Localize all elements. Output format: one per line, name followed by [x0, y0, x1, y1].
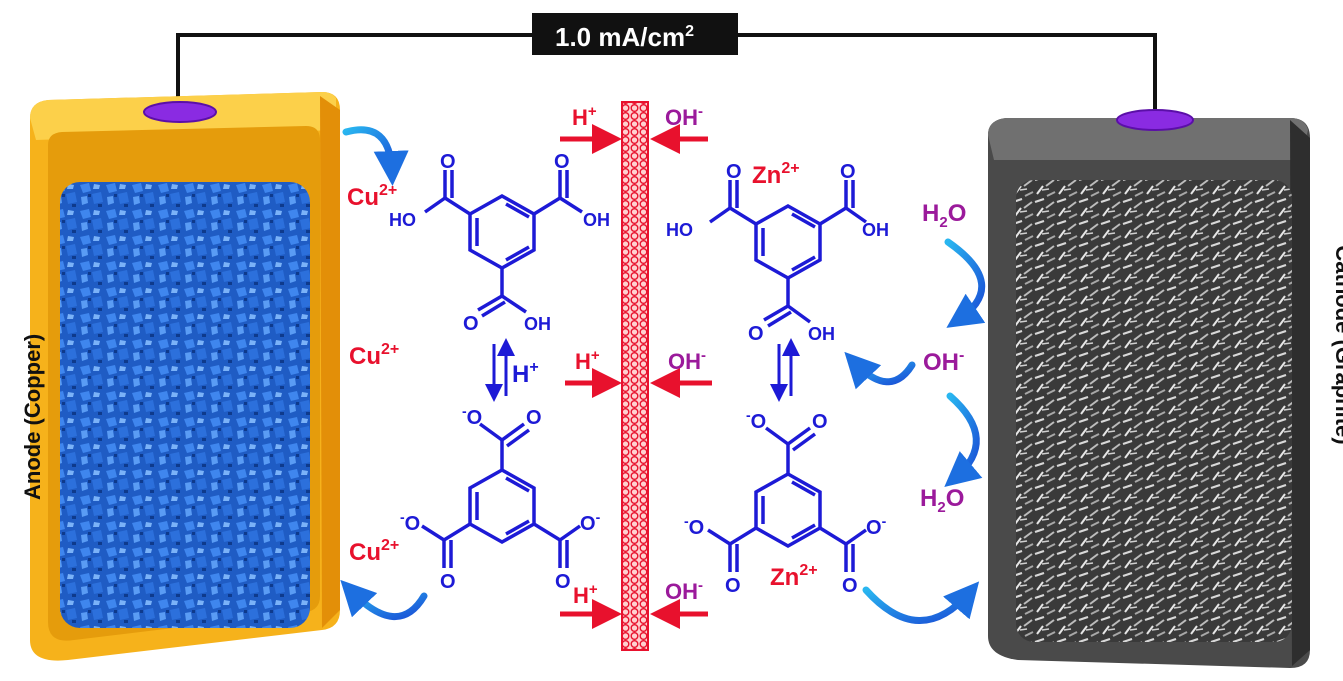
- mol-o: O: [812, 411, 828, 433]
- mol-oh: OH: [862, 220, 889, 240]
- mol-o-minus: -O: [746, 407, 766, 433]
- mol-ho: HO: [389, 210, 416, 230]
- mol-o-minus: -O: [684, 513, 704, 539]
- mol-oh: OH: [583, 210, 610, 230]
- mol-o: O: [840, 161, 856, 183]
- membrane: [621, 101, 649, 651]
- cu-ion-label: Cu2+: [349, 341, 399, 370]
- anode-label: Anode (Copper): [20, 334, 45, 500]
- zn-ion-label: Zn2+: [770, 562, 818, 591]
- cathode-electrode: [988, 109, 1310, 668]
- zn-ion-label: Zn2+: [752, 160, 800, 189]
- mol-o: O: [440, 151, 456, 173]
- trimesate-molecule: [421, 422, 582, 568]
- mol-o-minus: O-: [580, 509, 601, 535]
- mol-o: O: [526, 407, 542, 429]
- mol-o-minus: -O: [462, 403, 482, 429]
- ion-arrows: [560, 124, 712, 629]
- water-label: H2O: [922, 200, 966, 231]
- cu-ion-label: Cu2+: [349, 537, 399, 566]
- trimesate-molecule: [707, 426, 868, 572]
- mol-o: O: [555, 571, 571, 593]
- current-label: 1.0 mA/cm: [555, 22, 685, 52]
- hydroxide-label: OH-: [923, 347, 964, 376]
- cathode-surface: [1016, 180, 1292, 642]
- oh-ion-label: OH-: [665, 577, 703, 604]
- h-ion-label: H+: [573, 581, 598, 608]
- oh-ion-label: OH-: [668, 347, 706, 374]
- curved-arrows: [340, 126, 986, 624]
- equilibrium-h-label: H+: [512, 359, 539, 388]
- trimesic-acid-molecule: [423, 170, 583, 318]
- mol-oh: OH: [524, 314, 551, 334]
- svg-text:1.0 mA/cm2: 1.0 mA/cm2: [555, 22, 694, 52]
- oh-ion-label: OH-: [665, 103, 703, 130]
- current-label-sup: 2: [685, 23, 694, 40]
- mol-o: O: [842, 575, 858, 597]
- equilibrium-arrow: [485, 338, 800, 402]
- h-ion-label: H+: [575, 347, 600, 374]
- mol-oh: OH: [808, 324, 835, 344]
- mol-o: O: [440, 571, 456, 593]
- cu-ion-label: Cu2+: [347, 182, 397, 211]
- mol-o: O: [726, 161, 742, 183]
- cathode-terminal: [1116, 109, 1194, 131]
- mol-o: O: [748, 323, 764, 345]
- h-ion-label: H+: [572, 103, 597, 130]
- anode-terminal: [143, 101, 217, 123]
- mol-ho: HO: [666, 220, 693, 240]
- water-label: H2O: [920, 485, 964, 516]
- anode-electrode: [30, 92, 340, 661]
- mol-o: O: [554, 151, 570, 173]
- mol-o-minus: O-: [866, 513, 887, 539]
- trimesic-acid-molecule: [708, 180, 868, 328]
- mol-o: O: [463, 313, 479, 335]
- anode-surface: [60, 182, 310, 628]
- mol-o-minus: -O: [400, 509, 420, 535]
- mol-o: O: [725, 575, 741, 597]
- cathode-label: Cathode (Graphite): [1331, 245, 1343, 444]
- current-label-box: [532, 13, 738, 55]
